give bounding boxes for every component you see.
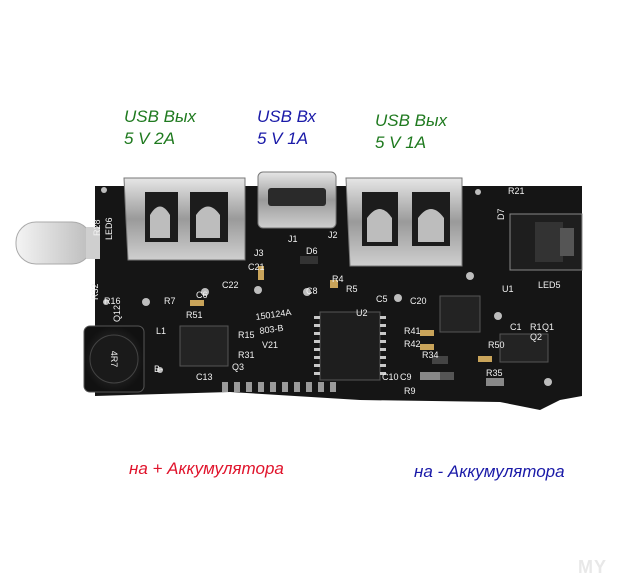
silk-ref-c8: C8 [306,286,318,296]
silk-ref-l1: L1 [156,326,166,336]
usb-out-2-title: USB Вых [375,111,448,130]
silk-ref-r28: R28 [92,219,102,236]
silk-ref-c20: C20 [410,296,427,306]
silk-ref-c6: C6 [196,290,208,300]
silk-ref-c5: C5 [376,294,388,304]
usb-out-2-label: USB Вых 5 V 1A [375,110,447,154]
silk-ref-r51: R51 [186,310,203,320]
silk-ref-led5: LED5 [538,280,561,290]
silk-ref-c10: C10 [382,372,399,382]
silk-version: V21 [262,340,278,350]
chip-u2 [314,311,386,381]
silk-ref-r21: R21 [508,186,525,196]
usb-out-2-connector [345,177,463,267]
usb-out-1-connector [123,177,246,261]
silk-ref-r31: R31 [238,350,255,360]
silk-ref-q3: Q3 [232,362,244,372]
battery-minus-label: на - Аккумулятора [414,462,565,481]
silk-ref-r34: R34 [422,350,439,360]
led-component [15,221,100,265]
silk-ref-r35: R35 [486,368,503,378]
silk-ref-c13: C13 [196,372,213,382]
silk-ref-q12: Q12 [112,305,122,322]
silk-ref-bminus: B- [154,364,163,374]
pin-header [222,382,336,392]
silk-ref-j1: J1 [288,234,298,244]
silk-ref-r42: R42 [404,339,421,349]
silk-ref-d7: D7 [496,208,506,220]
silk-chip-marking-2: 803-B [259,323,284,336]
silk-ref-r5: R5 [346,284,358,294]
silk-ref-c9: C9 [400,372,412,382]
silk-ref-r1: R1 [530,322,542,332]
usb-in-connector [257,171,337,229]
inductor-component: 4R7 [83,325,145,393]
silk-chip-marking: 150124A [255,307,292,322]
silk-ref-d6: D6 [306,246,318,256]
usb-out-1-title: USB Вых [124,107,197,126]
silk-ref-r4: R4 [332,274,344,284]
chip-u1 [179,325,229,367]
silk-ref-c22: C22 [222,280,239,290]
silk-ref-q2: Q2 [530,332,542,342]
silk-ref-q1: Q1 [542,322,554,332]
usb-in-label: USB Вх 5 V 1A [257,106,316,150]
passive-components [190,256,504,386]
button-component [509,213,583,271]
silk-ref-c21: C21 [248,262,265,272]
inductor-marking: 4R7 [109,351,119,368]
silk-ref-c1: C1 [510,322,522,332]
battery-plus-label: на + Аккумулятора [129,459,284,478]
silk-ref-r41: R41 [404,326,421,336]
usb-out-1-spec: 5 V 2A [124,129,176,148]
usb-in-spec: 5 V 1A [257,129,309,148]
silk-ref-r7: R7 [164,296,176,306]
silk-ref-r32: R32 [90,283,100,300]
chip-q1 [439,295,481,333]
silk-ref-j3: J3 [254,248,264,258]
silk-ref-led6: LED6 [104,217,114,240]
silk-ref-r16: R16 [104,296,121,306]
via-dots [101,187,552,386]
silk-ref-u2: U2 [356,308,368,318]
silk-ref-r50: R50 [488,340,505,350]
usb-out-2-spec: 5 V 1A [375,133,427,152]
watermark: MY [578,557,607,577]
chip-q2 [499,333,549,363]
usb-in-title: USB Вх [257,107,316,126]
usb-out-1-label: USB Вых 5 V 2A [124,106,196,150]
silk-ref-u1: U1 [502,284,514,294]
silk-ref-r9: R9 [404,386,416,396]
silk-ref-r15: R15 [238,330,255,340]
silk-ref-j2: J2 [328,230,338,240]
